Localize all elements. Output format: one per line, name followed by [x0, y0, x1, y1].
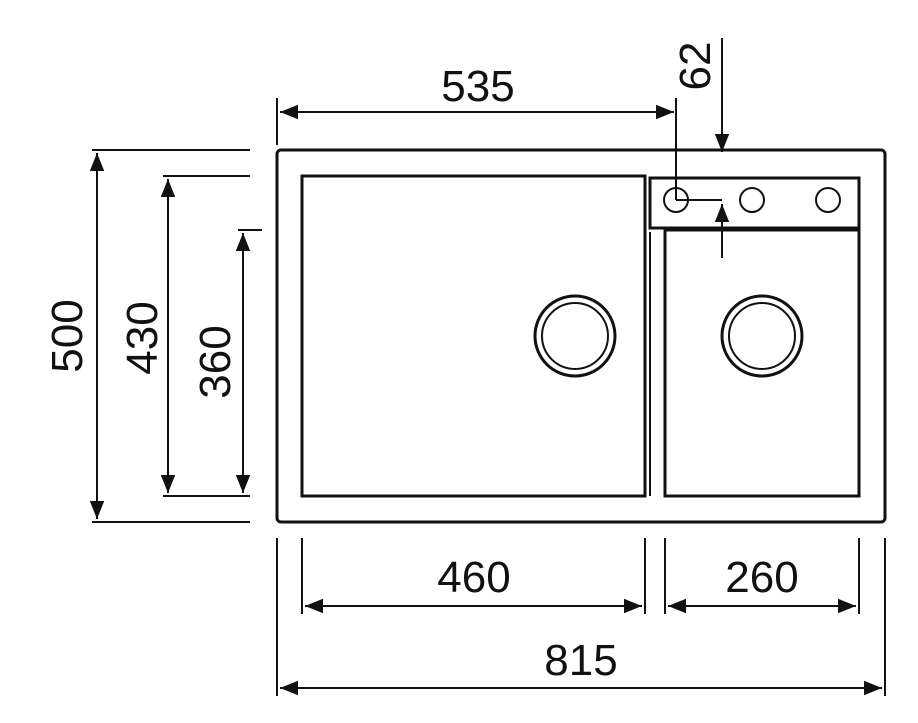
dim-overall-height: 500: [43, 149, 250, 523]
dim-overall-width: 815: [276, 538, 886, 696]
sink-outline: [275, 148, 887, 524]
dim-label-overall-width: 815: [544, 636, 617, 685]
drain-small: [720, 294, 804, 378]
main-bowl: [300, 174, 647, 498]
dim-small-bowl-width: 260: [664, 538, 860, 614]
dim-top-width: 535: [276, 62, 722, 201]
tap-deck: [648, 176, 861, 230]
dim-label-top-width: 535: [441, 62, 514, 111]
drain-main: [533, 294, 617, 378]
dim-label-main-bowl-width: 460: [437, 553, 510, 602]
small-bowl: [663, 228, 861, 498]
dim-label-tap-offset: 62: [671, 42, 720, 91]
dim-tap-offset: 62: [671, 38, 730, 258]
dim-bowl-height: 430: [118, 175, 250, 497]
dim-small-bowl-height: 360: [191, 229, 262, 493]
dim-label-bowl-height: 430: [118, 301, 167, 374]
dim-label-overall-height: 500: [43, 299, 92, 372]
outer-rim: [275, 148, 887, 524]
dim-label-small-bowl-width: 260: [725, 553, 798, 602]
dim-main-bowl-width: 460: [301, 538, 646, 614]
tap-hole-3: [815, 187, 841, 213]
tap-hole-2: [739, 187, 765, 213]
dim-label-small-bowl-height: 360: [191, 325, 240, 398]
